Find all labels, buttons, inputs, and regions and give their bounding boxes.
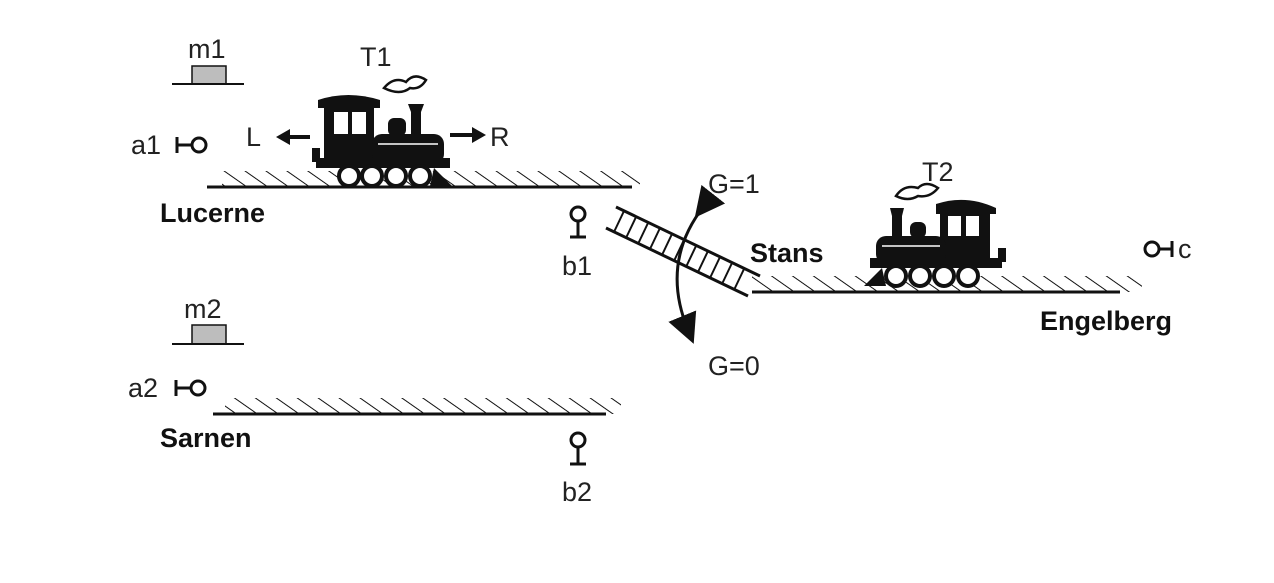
train-t2-label: T2 — [922, 157, 954, 187]
switch-state-g1: G=1 — [708, 169, 760, 199]
train-t1-icon[interactable] — [312, 75, 452, 188]
arrow-left-icon — [276, 129, 310, 145]
marker-m2 — [172, 324, 244, 345]
station-engelberg: Engelberg — [1040, 306, 1172, 336]
arrow-right-icon — [450, 127, 486, 143]
sensor-b1-label: b1 — [562, 251, 592, 281]
sensor-c-label: c — [1178, 234, 1192, 264]
train-t1-label: T1 — [360, 42, 392, 72]
train-t2-icon[interactable] — [864, 182, 1006, 288]
switch-track[interactable] — [605, 205, 761, 298]
track-sarnen — [213, 398, 621, 416]
station-sarnen: Sarnen — [160, 423, 252, 453]
direction-left-label: L — [246, 122, 261, 152]
sensor-a1-icon[interactable] — [175, 136, 208, 154]
sensor-b2-label: b2 — [562, 477, 592, 507]
marker-m1 — [172, 65, 244, 85]
sensor-c-icon[interactable] — [1143, 240, 1174, 258]
station-lucerne: Lucerne — [160, 198, 265, 228]
marker-m1-label: m1 — [188, 34, 226, 64]
switch-arrow[interactable] — [668, 184, 726, 344]
sensor-b1-icon[interactable] — [569, 205, 587, 239]
direction-right-label: R — [490, 122, 510, 152]
switch-state-g0: G=0 — [708, 351, 760, 381]
station-stans: Stans — [750, 238, 824, 268]
marker-m2-label: m2 — [184, 294, 222, 324]
sensor-b2-icon[interactable] — [569, 431, 587, 466]
sensor-a1-label: a1 — [131, 130, 161, 160]
sensor-a2-icon[interactable] — [174, 379, 207, 397]
sensor-a2-label: a2 — [128, 373, 158, 403]
